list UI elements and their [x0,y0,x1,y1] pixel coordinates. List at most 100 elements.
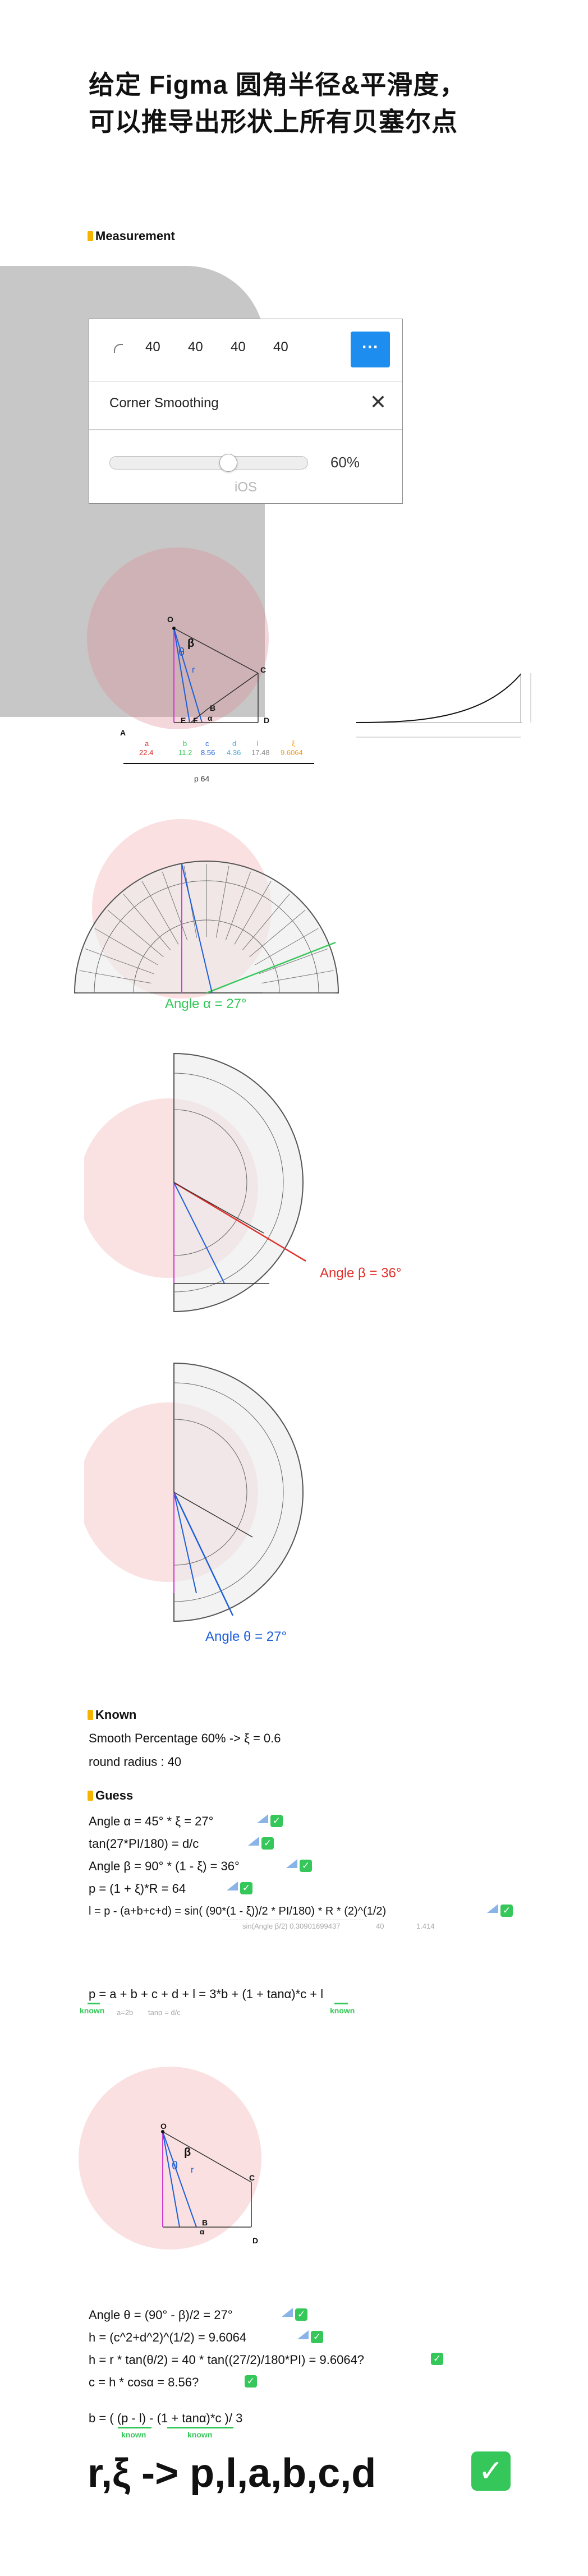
check-icon: ✓ [295,2308,307,2321]
point-o [172,627,176,630]
smoothing-slider-handle[interactable] [219,454,238,472]
d4-label-b: B [202,2218,208,2227]
corner-smoothing-panel: 40 40 40 40 ··· Corner Smoothing ✕ 60% i… [89,319,403,504]
divider [89,429,402,430]
label-f: F [193,716,198,725]
check-icon: ✓ [431,2353,443,2365]
line-of [173,628,190,723]
d4-label-c: C [249,2173,255,2182]
angle-theta-label: Angle θ = 27° [205,1629,287,1644]
protractor-tick [242,894,290,950]
derive-line-3-check: ✓ [431,2353,443,2365]
known-line-1: Smooth Percentage 60% -> ξ = 0.6 [89,1731,281,1745]
line-ob [173,628,203,723]
more-options-button[interactable]: ··· [351,332,390,367]
measure-d-value: 4.36 [227,748,241,757]
radius-value-2[interactable]: 40 [188,339,203,355]
guess-line-5-sub-2: 40 [376,1922,384,1930]
guess-line-5-check: ✓ [487,1904,513,1917]
d4-label-o: O [160,2122,167,2131]
measure-d-label: d [232,739,237,748]
p-note: p 64 [194,774,210,783]
label-alpha: α [208,714,213,723]
d4-label-alpha: α [200,2227,205,2236]
protractor-tick [261,970,334,984]
known-underline-2 [334,2003,348,2004]
check-icon: ✓ [300,1860,312,1872]
label-theta: θ [178,646,185,659]
derive-line-5: b = ( (p - l) - (1 + tanα)*c )/ 3 [89,2411,243,2425]
guess-line-3: Angle β = 90° * (1 - ξ) = 36° [89,1859,240,1873]
smoothing-percent[interactable]: 60% [330,454,360,471]
corner-circle [87,548,269,729]
known-line-2: round radius : 40 [89,1755,182,1769]
d4-label-d: D [252,2236,259,2245]
label-c: C [260,665,267,674]
final-check-icon: ✓ [471,2451,511,2491]
guess-section-label: Guess [88,1788,133,1803]
protractor-tick [234,881,272,945]
close-icon[interactable]: ✕ [369,390,387,413]
label-e: E [181,716,186,725]
label-r: r [192,665,195,675]
protractor-diagram-2 [84,1052,306,1313]
protractor-diagram-1 [74,819,339,999]
protractor-tick [259,948,328,974]
smoothing-slider-track[interactable] [109,456,308,470]
final-formula: r,ξ -> p,l,a,b,c,d [88,2451,376,2496]
check-icon: ✓ [270,1815,283,1827]
ios-preset-label[interactable]: iOS [234,480,257,495]
protractor-tick [249,909,306,958]
check-icon: ✓ [500,1905,513,1917]
derive-line-4-check: ✓ [245,2375,257,2388]
pin-icon [88,231,93,241]
protractor-tick [225,871,251,941]
triangle-icon [257,1814,268,1823]
guess-line-6: p = a + b + c + d + l = 3*b + (1 + tanα)… [89,1987,324,2001]
derive-line-1: Angle θ = (90° - β)/2 = 27° [89,2308,233,2322]
guess-line-6-known-2: known [330,2006,355,2015]
corner-radius-icon [114,344,123,353]
radius-value-4[interactable]: 40 [273,339,288,355]
protractor-tick [215,866,229,938]
guess-line-6-known-1: known [80,2006,105,2015]
protractor-tick [94,928,158,965]
derive-line-3: h = r * tan(θ/2) = 40 * tan((27/2)/180*P… [89,2353,365,2367]
geometry-diagram-1 [172,627,259,723]
pin-icon [88,1791,93,1801]
protractor-tick [123,894,171,950]
protractor-tick [107,909,164,958]
measurement-row: a 22.4 b 11.2 c 8.56 d 4.36 l 17.48 ξ 9.… [122,739,347,762]
guess-line-6-sub-1: a=2b [117,2008,134,2017]
guess-line-4: p = (1 + ξ)*R = 64 [89,1882,186,1896]
protractor-tick [162,871,188,941]
d4-label-beta: β [184,2146,191,2159]
radius-value-3[interactable]: 40 [231,339,246,355]
guess-line-3-check: ✓ [286,1859,312,1872]
guess-line-5-sub-3: 1.414 [416,1922,435,1930]
measure-xi-value: 9.6064 [281,748,303,757]
radius-value-1[interactable]: 40 [145,339,160,355]
known-label-text: Known [95,1708,137,1722]
triangle-icon [297,2330,309,2339]
check-icon: ✓ [240,1882,252,1894]
check-icon: ✓ [311,2331,323,2343]
measure-b-label: b [183,739,187,748]
triangle-icon [286,1859,297,1868]
guess-line-2: tan(27*PI/180) = d/c [89,1837,199,1851]
guess-line-1-check: ✓ [257,1814,283,1827]
bezier-curve-diagram [356,673,531,738]
check-icon: ✓ [261,1837,274,1850]
label-beta: β [187,637,195,650]
guess-line-5: l = p - (a+b+c+d) = sin( (90*(1 - ξ))/2 … [89,1905,387,1917]
measure-a-value: 22.4 [139,748,154,757]
measure-c-label: c [205,739,209,748]
measure-b-value: 11.2 [178,748,192,757]
measure-a-label: a [145,739,149,748]
line-oc [173,628,259,674]
derive-line-1-check: ✓ [282,2308,307,2321]
known-section-label: Known [88,1708,136,1722]
measure-l-label: l [257,739,259,748]
derive-known-1: known [121,2430,146,2439]
derive-known-2: known [187,2430,213,2439]
